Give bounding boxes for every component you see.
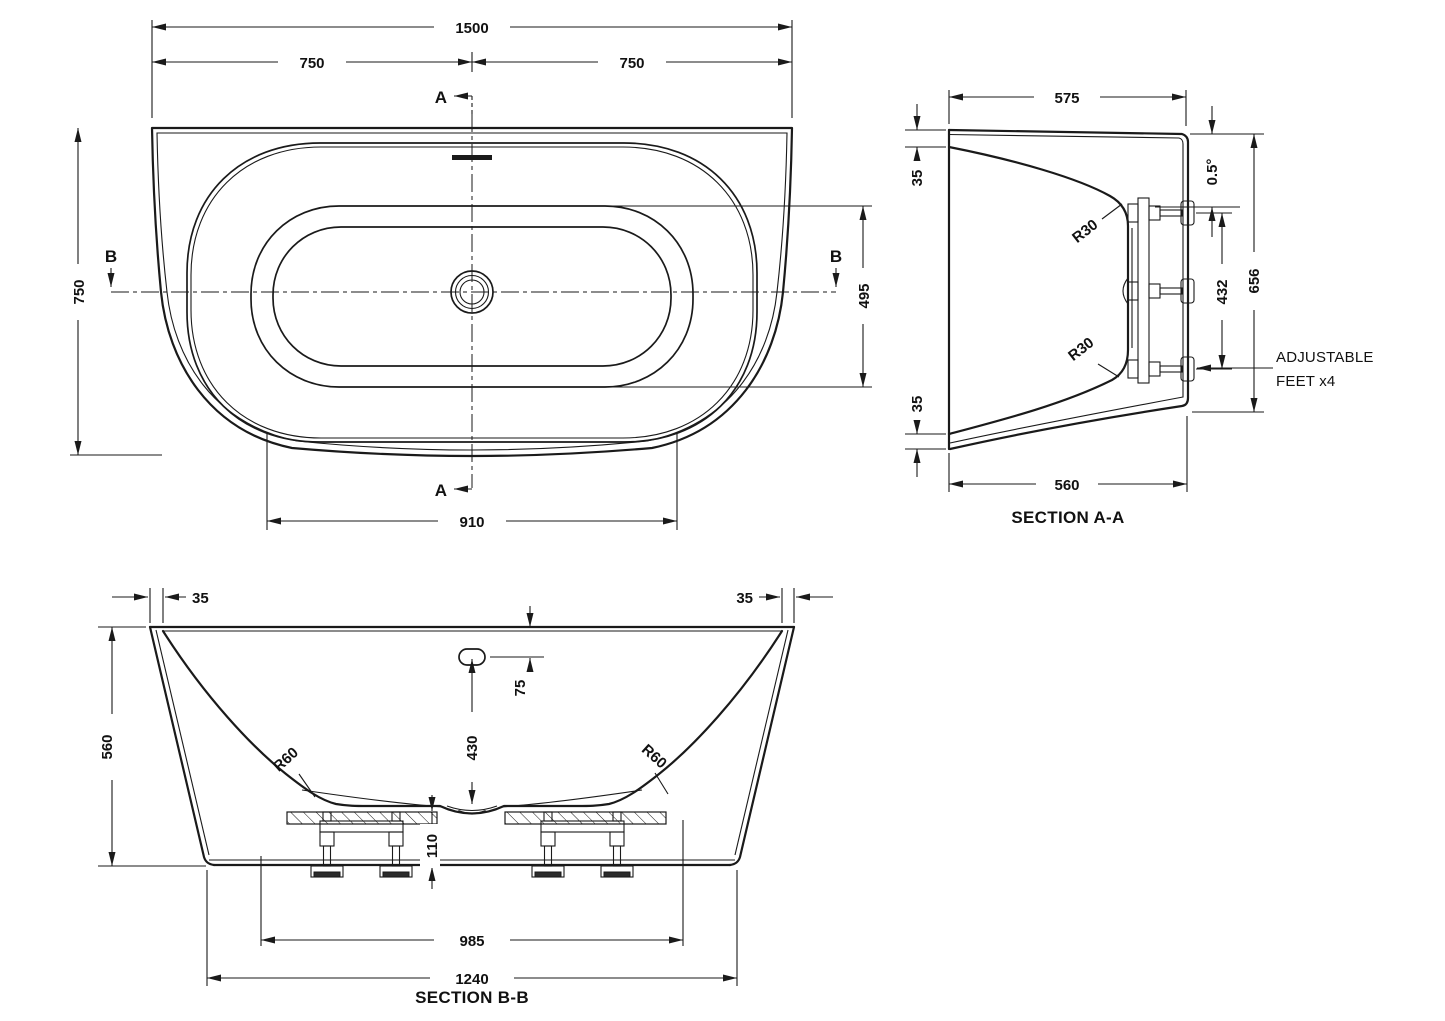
aa-basin-profile: [947, 145, 1130, 436]
bb-dim-rim-right: 35: [736, 588, 833, 623]
aa-foot-bolt-bottom: [1148, 356, 1195, 382]
dim-495-label: 495: [856, 283, 873, 308]
bb-dim-base-length: 1240: [206, 870, 738, 988]
section-aa-view: 575 35 35 0.5° R30: [905, 90, 1374, 527]
bb-support-board-right: [504, 811, 667, 825]
plan-view: 1500 750 750 750 495: [68, 20, 873, 531]
marker-b-right-label: B: [830, 247, 842, 266]
section-marker-b-right: B: [830, 247, 842, 287]
aa-top-edge: [947, 128, 1190, 451]
aa-dim-560-label: 560: [1054, 477, 1079, 494]
bb-dim-overall-height: 560: [96, 626, 206, 867]
aa-waste-bump: [1122, 277, 1129, 305]
bb-dim-35-left-label: 35: [192, 590, 209, 607]
marker-b-left-label: B: [105, 247, 117, 266]
section-marker-a-bottom: A: [435, 481, 472, 500]
aa-top-edge-inner: [948, 133, 1184, 444]
aa-feet-note-line1: ADJUSTABLE: [1276, 349, 1374, 366]
bb-dim-110-label: 110: [424, 834, 441, 858]
rim-inner-edge-2: [190, 146, 754, 439]
bb-dim-overflow-offset: 75: [490, 606, 544, 696]
aa-adjustable-feet: [1148, 200, 1195, 382]
bb-left-wall-outer: [148, 625, 216, 867]
section-bb-view: 35 35 560 75: [96, 588, 833, 1007]
bb-radius-left: R60: [270, 744, 316, 798]
bb-r60-right-label: R60: [638, 741, 670, 772]
bb-right-wall-inner: [734, 629, 789, 856]
section-bb-title: SECTION B-B: [415, 988, 529, 1007]
bb-support-board-left: [286, 811, 438, 825]
dim-1500-label: 1500: [455, 20, 488, 37]
aa-mounting-bracket: [1127, 197, 1150, 384]
bb-dim-985-label: 985: [459, 933, 484, 950]
bb-dim-430-label: 430: [464, 735, 481, 760]
dim-overall-width: 750: [68, 128, 162, 456]
aa-r30-bottom-label: R30: [1065, 334, 1097, 364]
rim-inner-edge: [186, 142, 758, 443]
aa-dim-575-label: 575: [1054, 90, 1079, 107]
bb-dim-35-right-label: 35: [736, 590, 753, 607]
aa-angle-label: 0.5°: [1204, 159, 1221, 186]
bb-dim-feet-span: 985: [260, 820, 684, 950]
dim-basin-width: 495: [612, 205, 873, 388]
section-aa-title: SECTION A-A: [1011, 508, 1124, 527]
aa-dim-656-label: 656: [1246, 268, 1263, 293]
bb-dim-rim-left: 35: [112, 588, 209, 623]
dim-overall-length: 1500: [151, 20, 793, 118]
dim-910-label: 910: [459, 514, 484, 531]
dim-750-left-label: 750: [299, 55, 324, 72]
basin-floor-edge: [272, 226, 672, 367]
aa-dim-overall-height: 656: [1192, 134, 1264, 413]
bb-feet-assembly-left: [310, 811, 413, 878]
section-marker-b-left: B: [105, 247, 117, 287]
bb-dim-1240-label: 1240: [455, 971, 488, 988]
aa-dim-432-label: 432: [1214, 279, 1231, 304]
section-marker-a-top: A: [435, 88, 473, 114]
bb-drain-recess: [446, 805, 498, 815]
aa-radius-top: R30: [1069, 203, 1123, 247]
bb-r60-left-label: R60: [270, 744, 302, 775]
dim-half-lengths: 750 750: [152, 52, 792, 72]
aa-r30-top-label: R30: [1069, 216, 1101, 246]
bb-left-wall-inner: [155, 629, 210, 856]
aa-dim-rim-bottom: 35: [905, 396, 946, 477]
aa-dim-top-width: 575: [948, 90, 1187, 126]
aa-radius-bottom: R30: [1065, 334, 1120, 378]
bb-dim-feet-height: 110: [420, 795, 441, 889]
bb-feet-assembly-right: [531, 811, 634, 878]
bb-dim-75-label: 75: [512, 680, 529, 697]
dim-750-vertical-label: 750: [71, 279, 88, 304]
aa-dim-angle: 0.5°: [1155, 106, 1264, 237]
bb-dim-internal-depth: 430: [462, 659, 482, 804]
dim-basin-length: 910: [266, 432, 678, 531]
marker-a-top-label: A: [435, 88, 447, 107]
marker-a-bottom-label: A: [435, 481, 447, 500]
aa-foot-bolt-middle: [1148, 278, 1195, 304]
aa-dim-base-width: 560: [948, 416, 1188, 494]
basin-top-edge: [250, 205, 694, 388]
bb-dim-560-label: 560: [99, 734, 116, 759]
aa-dim-35-bottom-label: 35: [909, 396, 926, 413]
aa-dim-feet-spacing: 432: [1196, 212, 1232, 370]
bb-floor-far-edge-right: [500, 789, 643, 808]
aa-dim-rim-top: 35: [905, 104, 946, 186]
aa-feet-note-line2: FEET x4: [1276, 373, 1335, 390]
aa-foot-bolt-top: [1148, 200, 1195, 226]
aa-dim-35-top-label: 35: [909, 170, 926, 187]
bb-right-wall-outer: [728, 625, 796, 867]
dim-750-right-label: 750: [619, 55, 644, 72]
aa-feet-note: ADJUSTABLE FEET x4: [1197, 349, 1374, 390]
